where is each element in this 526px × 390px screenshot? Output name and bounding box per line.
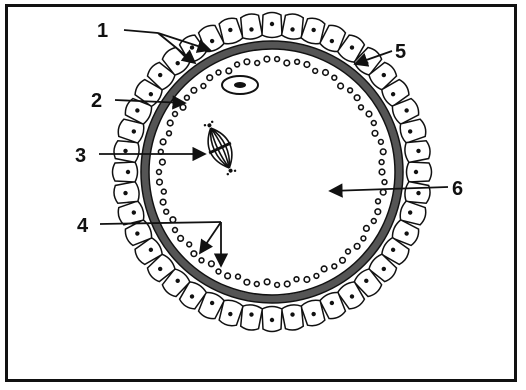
cortical-granule [340, 258, 346, 264]
cortical-granule [284, 281, 290, 287]
cortical-granule [332, 264, 337, 269]
cortical-granule [157, 179, 163, 185]
cortical-granule [338, 83, 344, 89]
cortical-granule [207, 75, 213, 81]
cortical-granule [264, 279, 270, 285]
cortical-granule [216, 70, 221, 75]
cortical-granule [235, 62, 240, 67]
cortical-granule [201, 84, 206, 89]
cortical-granule [226, 68, 232, 74]
follicle-cell [113, 181, 141, 204]
cortical-granule [304, 62, 310, 68]
cortical-granule [160, 199, 166, 205]
cortical-granule [236, 274, 241, 279]
cortical-granule [225, 273, 231, 279]
cortical-granule [348, 88, 353, 93]
follicle-cell [262, 13, 282, 38]
cortical-granule [379, 160, 384, 165]
cortical-granule [157, 170, 162, 175]
label-6: 6 [452, 178, 463, 200]
cortical-granule [173, 112, 178, 117]
cortical-granule [364, 226, 370, 232]
cortical-granule [372, 131, 378, 137]
cortical-granule [167, 120, 173, 126]
cortical-granule [244, 279, 250, 285]
cortical-granule [254, 282, 259, 287]
cortical-granule [371, 219, 376, 224]
cortical-granule [244, 59, 250, 65]
cortical-granule [371, 121, 376, 126]
follicle-cell [262, 307, 282, 332]
cortical-granule [380, 189, 386, 195]
cortical-granule [160, 159, 166, 165]
follicle-cell [281, 304, 304, 332]
cortical-granule [304, 277, 310, 283]
cortical-granule [321, 266, 327, 272]
cortical-granule [160, 139, 166, 145]
cortical-granule [346, 249, 351, 254]
cortical-granule [376, 199, 381, 204]
label-3: 3 [75, 145, 86, 167]
label-5: 5 [395, 41, 406, 63]
cortical-granule [167, 131, 172, 136]
cortical-granule [354, 244, 360, 250]
cortical-granule [199, 258, 204, 263]
cortical-granule [366, 111, 372, 117]
cortical-granule [170, 217, 176, 223]
cortical-granule [354, 95, 360, 101]
cortical-granule [164, 209, 169, 214]
cortical-granule [382, 180, 387, 185]
cortical-granule [191, 88, 197, 94]
cortical-granule [216, 269, 221, 274]
follicle-cell [239, 13, 262, 41]
follicle-cell [407, 162, 432, 182]
cortical-granule [361, 236, 366, 241]
cortical-granule [275, 57, 280, 62]
label-4: 4 [77, 215, 89, 237]
cortical-granule [264, 56, 270, 62]
cortical-granule [275, 283, 280, 288]
cortical-granule [314, 274, 319, 279]
cortical-granule [379, 169, 385, 175]
cortical-granule [313, 69, 318, 74]
cortical-granule [185, 95, 190, 100]
follicle-cell [113, 162, 138, 182]
cortical-granule [379, 140, 384, 145]
cortical-granule [255, 61, 260, 66]
cytoplasm [153, 53, 391, 291]
cortical-granule [294, 277, 299, 282]
cortical-granule [191, 251, 197, 257]
polar-body [222, 76, 258, 94]
cortical-granule [375, 209, 381, 215]
cortical-granule [161, 189, 166, 194]
cortical-granule [209, 261, 215, 267]
cortical-granule [284, 60, 290, 66]
cortical-granule [380, 149, 386, 155]
cortical-granule [332, 75, 337, 80]
cortical-granule [180, 105, 186, 111]
label-2: 2 [91, 90, 102, 112]
follicle-cell [404, 139, 432, 162]
cortical-granule [178, 236, 184, 242]
cortical-granule [359, 105, 364, 110]
label-1: 1 [97, 20, 108, 42]
cortical-granule [295, 59, 300, 64]
cortical-granule [187, 242, 192, 247]
cortical-granule [323, 70, 329, 76]
cortical-granule [173, 228, 178, 233]
